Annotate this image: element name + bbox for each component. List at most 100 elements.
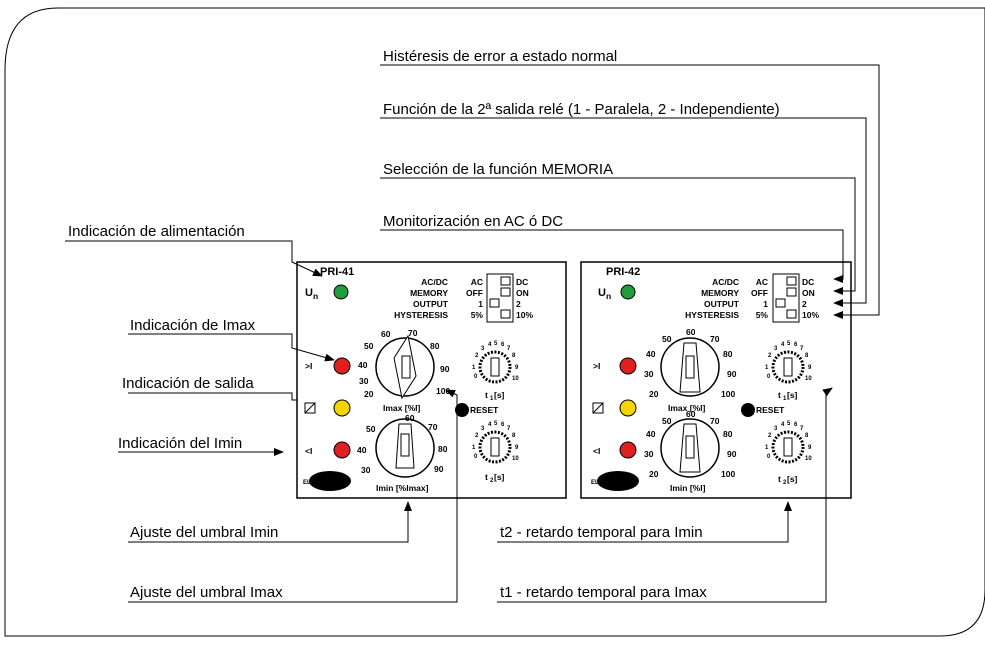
scale-tick: 70 bbox=[710, 416, 720, 426]
timer-tick: 5 bbox=[494, 421, 498, 427]
imax-dial-scale: 20 30 40 50 60 70 80 90 100 bbox=[644, 327, 737, 399]
switch-name-acdc: AC/DC bbox=[421, 277, 448, 287]
timer-tick: 5 bbox=[494, 341, 498, 347]
reset-button[interactable] bbox=[741, 403, 755, 417]
scale-tick: 90 bbox=[727, 449, 737, 459]
switch-left-memory: OFF bbox=[751, 288, 768, 298]
timer-tick: 6 bbox=[794, 342, 798, 348]
scale-tick: 90 bbox=[727, 369, 737, 379]
timer-tick: 2 bbox=[475, 353, 479, 359]
power-led bbox=[620, 284, 636, 300]
switch-left-acdc: AC bbox=[756, 277, 768, 287]
reset-button[interactable] bbox=[455, 403, 469, 417]
timer-tick: 2 bbox=[768, 433, 772, 439]
scale-tick: 30 bbox=[644, 449, 654, 459]
timer-tick: 8 bbox=[512, 433, 516, 439]
imin-led bbox=[619, 441, 637, 459]
scale-tick: 100 bbox=[721, 389, 735, 399]
switch-right-hysteresis: 10% bbox=[802, 310, 819, 320]
switch-left-hysteresis: 5% bbox=[756, 310, 769, 320]
timer-tick: 2 bbox=[768, 353, 772, 359]
t2-label: t bbox=[485, 472, 488, 482]
t2-dial[interactable] bbox=[478, 430, 512, 464]
switch-right-output: 2 bbox=[802, 299, 807, 309]
t1-dial[interactable] bbox=[771, 350, 805, 384]
timer-tick: 10 bbox=[512, 376, 519, 382]
logo-text: EL bbox=[591, 480, 599, 486]
timer-tick: 3 bbox=[481, 426, 485, 432]
relay-symbol-icon bbox=[592, 402, 604, 414]
dip-toggle[interactable] bbox=[786, 309, 797, 319]
timer-tick: 1 bbox=[472, 365, 476, 371]
switch-block: AC/DC MEMORY OUTPUT HYSTERESIS AC OFF 1 … bbox=[685, 273, 819, 323]
t2-label: t bbox=[778, 474, 781, 484]
imax-dial[interactable] bbox=[375, 334, 435, 400]
t1-dial[interactable] bbox=[478, 350, 512, 384]
dip-toggle[interactable] bbox=[489, 298, 500, 308]
led-symbol-min: <I bbox=[593, 446, 600, 456]
timer-tick: 8 bbox=[805, 433, 809, 439]
switch-name-output: OUTPUT bbox=[413, 299, 449, 309]
dip-toggle[interactable] bbox=[786, 287, 797, 297]
timer-tick: 8 bbox=[805, 353, 809, 359]
switch-name-hysteresis: HYSTERESIS bbox=[685, 310, 739, 320]
scale-tick: 50 bbox=[366, 424, 376, 434]
dip-toggle[interactable] bbox=[786, 276, 797, 286]
scale-tick: 80 bbox=[723, 349, 733, 359]
timer-tick: 5 bbox=[787, 341, 791, 347]
dip-toggle[interactable] bbox=[500, 276, 511, 286]
t2-unit: [s] bbox=[494, 472, 505, 482]
imin-dial[interactable] bbox=[375, 418, 435, 478]
timer-tick: 3 bbox=[481, 346, 485, 352]
dip-toggle[interactable] bbox=[500, 309, 511, 319]
t2-scale: 0 1 2 3 4 5 6 7 8 9 10 bbox=[765, 421, 812, 462]
timer-tick: 0 bbox=[767, 374, 771, 380]
device-pri-41: PRI-41 U n AC/DC MEMORY OUTPUT HYSTERESI… bbox=[296, 261, 567, 499]
timer-tick: 7 bbox=[800, 426, 804, 432]
reset-label: RESET bbox=[470, 405, 499, 415]
imax-dial[interactable] bbox=[660, 337, 720, 397]
switch-right-output: 2 bbox=[516, 299, 521, 309]
dip-toggle[interactable] bbox=[500, 287, 511, 297]
switch-name-output: OUTPUT bbox=[704, 299, 740, 309]
timer-tick: 6 bbox=[794, 422, 798, 428]
scale-tick: 60 bbox=[381, 329, 391, 339]
scale-tick: 30 bbox=[359, 376, 369, 386]
t2-dial[interactable] bbox=[771, 430, 805, 464]
imin-dial[interactable] bbox=[660, 418, 720, 478]
led-symbol-min: <I bbox=[305, 446, 312, 456]
timer-tick: 1 bbox=[765, 445, 769, 451]
imin-dial-label: Imin [%I] bbox=[670, 483, 706, 493]
callout-imax-indication: Indicación de Imax bbox=[130, 317, 256, 334]
scale-tick: 40 bbox=[357, 445, 367, 455]
timer-tick: 10 bbox=[805, 456, 812, 462]
t2-scale: 0 1 2 3 4 5 6 7 8 9 10 bbox=[472, 421, 519, 462]
switch-name-hysteresis: HYSTERESIS bbox=[394, 310, 448, 320]
un-label: U bbox=[305, 287, 313, 299]
elko-logo: EL bbox=[303, 471, 351, 491]
callout-relay2: Función de la 2ª salida relé (1 - Parale… bbox=[383, 101, 780, 118]
t1-scale: 0 1 2 3 4 5 6 7 8 9 10 bbox=[765, 341, 812, 382]
scale-tick: 50 bbox=[662, 334, 672, 344]
t2-sub: 2 bbox=[783, 480, 787, 486]
imin-led bbox=[333, 441, 351, 459]
callout-imax-adjust: Ajuste del umbral Imax bbox=[130, 584, 283, 601]
scale-tick: 60 bbox=[686, 327, 696, 337]
scale-tick: 50 bbox=[364, 341, 374, 351]
switch-block: AC/DC MEMORY OUTPUT HYSTERESIS AC OFF 1 … bbox=[394, 273, 533, 323]
scale-tick: 90 bbox=[434, 464, 444, 474]
timer-tick: 3 bbox=[774, 426, 778, 432]
switch-name-memory: MEMORY bbox=[410, 288, 448, 298]
logo-text: EL bbox=[303, 480, 311, 486]
callout-imin-adjust: Ajuste del umbral Imin bbox=[130, 524, 278, 541]
scale-tick: 100 bbox=[436, 386, 450, 396]
timer-tick: 9 bbox=[515, 445, 519, 451]
imax-dial-label: Imax [%I] bbox=[668, 403, 705, 413]
scale-tick: 20 bbox=[364, 389, 374, 399]
dip-toggle[interactable] bbox=[775, 298, 786, 308]
imax-led bbox=[619, 357, 637, 375]
switch-right-acdc: DC bbox=[802, 277, 814, 287]
scale-tick: 80 bbox=[723, 429, 733, 439]
timer-tick: 9 bbox=[808, 365, 812, 371]
